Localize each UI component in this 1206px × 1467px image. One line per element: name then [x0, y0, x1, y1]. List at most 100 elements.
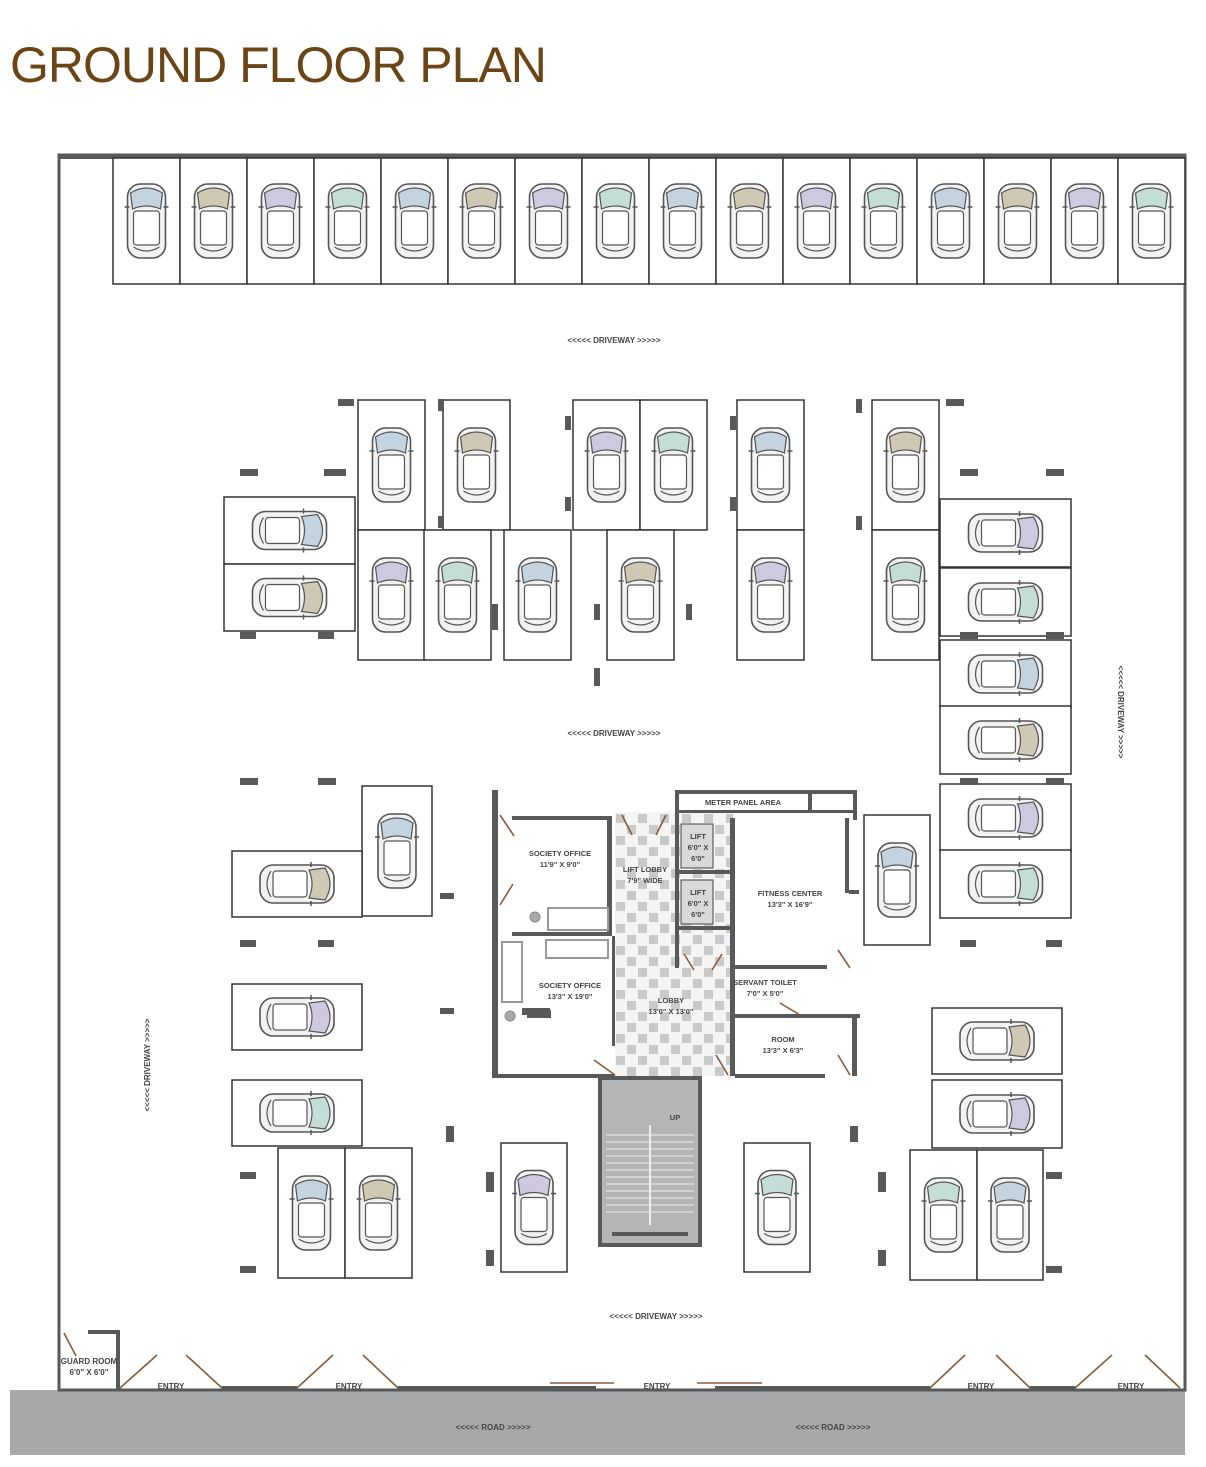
parking-stall	[179, 157, 248, 285]
pillar	[565, 416, 571, 430]
room-size: 11'9" X 9'0"	[540, 860, 581, 869]
car-icon	[921, 1177, 966, 1253]
car-icon	[459, 183, 504, 259]
entry-label: ENTRY	[1118, 1382, 1145, 1391]
room-size: 7'0" X 5'0"	[747, 989, 784, 998]
pillar	[338, 399, 354, 406]
pillar	[1046, 778, 1064, 785]
car-icon	[593, 183, 638, 259]
pillar	[440, 1008, 454, 1014]
room-name: SOCIETY OFFICE	[539, 981, 601, 990]
pillar	[730, 416, 736, 430]
car-icon	[959, 1019, 1035, 1063]
parking-stall	[223, 496, 356, 565]
pillar	[1046, 469, 1064, 476]
car-icon	[454, 427, 499, 503]
table	[545, 939, 609, 959]
lift-car	[680, 823, 714, 869]
pillar	[318, 940, 334, 947]
driveway-label: <<<<< DRIVEWAY >>>>>	[143, 1018, 152, 1111]
car-icon	[124, 183, 169, 259]
room-size: 13'0" X 13'0"	[649, 1007, 694, 1016]
gate-leaf	[185, 1354, 223, 1389]
car-icon	[584, 427, 629, 503]
pillar	[730, 497, 736, 511]
car-icon	[259, 995, 335, 1039]
pillar	[446, 1126, 454, 1142]
pillar	[850, 1126, 858, 1142]
car-icon	[967, 796, 1044, 840]
parking-stall	[782, 157, 851, 285]
desk	[527, 1010, 551, 1018]
front-wall	[1030, 1386, 1075, 1390]
car-icon	[618, 557, 663, 633]
pillars	[240, 399, 1064, 1273]
car-icon	[392, 183, 437, 259]
car-icon	[928, 183, 973, 259]
pillar	[565, 497, 571, 511]
room-name: LOBBY	[658, 996, 684, 1005]
room-name: GUARD ROOM	[61, 1357, 118, 1366]
car-icon	[369, 427, 414, 503]
parking-stall	[223, 563, 356, 632]
car-icon	[512, 1169, 556, 1246]
pillar	[1046, 1172, 1062, 1179]
car-icon	[369, 557, 414, 633]
car-icon	[526, 183, 571, 259]
car-icon	[748, 557, 793, 633]
car-icon	[967, 580, 1044, 624]
pillar	[324, 469, 346, 476]
pillar	[240, 469, 258, 476]
car-icon	[967, 511, 1044, 555]
room-size: 7'9" WIDE	[627, 876, 662, 885]
gate-leaf	[296, 1354, 334, 1389]
sofa	[501, 941, 523, 1003]
pillar	[492, 604, 498, 630]
room-size: 6'0" X	[688, 899, 709, 908]
car-icon	[259, 862, 335, 906]
car-icon	[967, 718, 1044, 762]
stair-up-label: UP	[670, 1113, 680, 1122]
entry-label: ENTRY	[968, 1382, 995, 1391]
pillar	[1046, 632, 1064, 639]
plant	[504, 1010, 516, 1022]
pillar	[240, 778, 258, 785]
pillar	[960, 469, 978, 476]
entry-gates	[119, 1354, 1181, 1390]
room-name: LIFT	[690, 832, 706, 841]
room-name: LIFT	[690, 888, 706, 897]
car-icon	[1062, 183, 1107, 259]
pillar	[878, 1172, 886, 1192]
room-size: 6'0"	[691, 910, 705, 919]
core-block: SOCIETY OFFICE 11'9" X 9'0" SOCIETY OFFI…	[492, 790, 860, 1247]
room-size: 13'3" X 19'0"	[548, 992, 593, 1001]
car-icon	[727, 183, 772, 259]
pillar	[240, 1266, 256, 1273]
front-wall	[715, 1386, 930, 1390]
road-label: <<<<< ROAD >>>>>	[796, 1423, 871, 1432]
driveway-label: <<<<< DRIVEWAY >>>>>	[1116, 666, 1125, 759]
car-icon	[251, 508, 328, 553]
car-icon	[289, 1175, 334, 1251]
pillar	[240, 1172, 256, 1179]
pillar	[960, 632, 978, 639]
pillar	[946, 399, 964, 406]
plant	[529, 911, 541, 923]
pillar	[960, 778, 978, 785]
entry-label: ENTRY	[336, 1382, 363, 1391]
car-icon	[967, 652, 1044, 696]
car-icon	[251, 575, 328, 620]
car-icon	[967, 862, 1044, 906]
road-label: <<<<< ROAD >>>>>	[456, 1423, 531, 1432]
driveway-label: <<<<< DRIVEWAY >>>>>	[568, 336, 661, 345]
pillar	[960, 940, 976, 947]
gate-leaf	[119, 1354, 158, 1389]
pillar	[486, 1250, 494, 1266]
gate-leaf	[995, 1354, 1031, 1389]
pillar	[1046, 1266, 1062, 1273]
pillar	[440, 893, 454, 899]
car-icon	[258, 183, 303, 259]
car-icon	[325, 183, 370, 259]
car-icon	[995, 183, 1040, 259]
room-name: METER PANEL AREA	[705, 798, 782, 807]
